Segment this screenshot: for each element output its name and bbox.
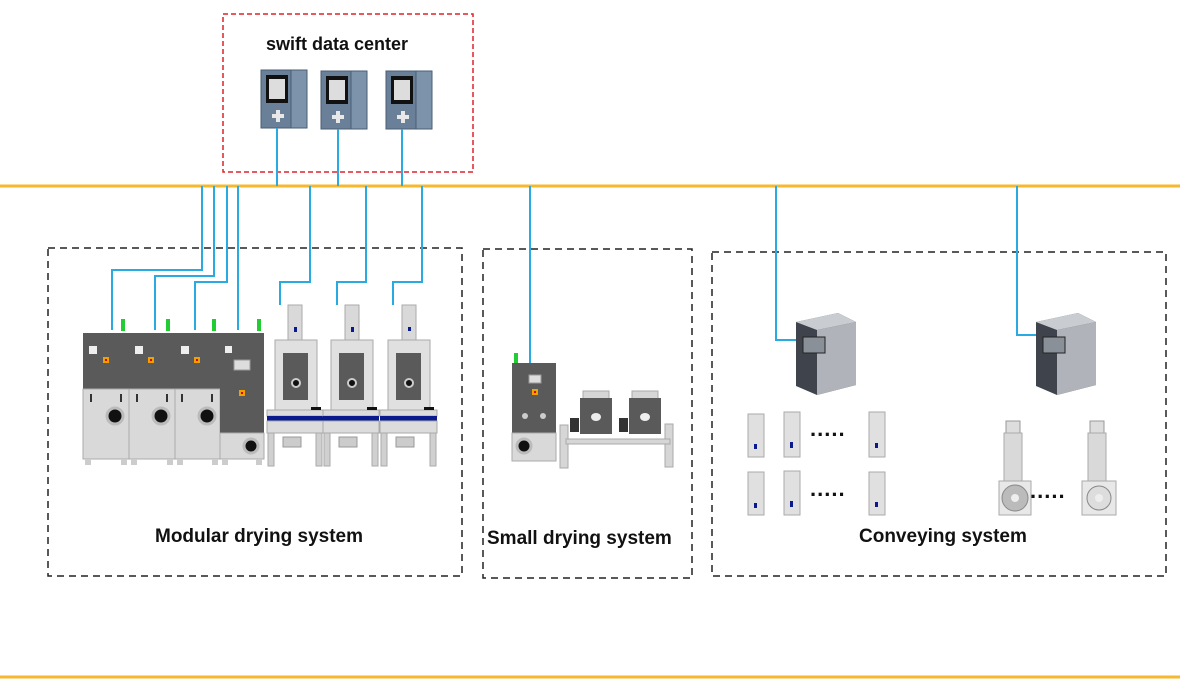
server-icon (260, 69, 308, 129)
server-icon (385, 70, 433, 130)
loader-units (747, 411, 886, 516)
control-cabinet-icon (796, 313, 856, 395)
small-group-label: Small drying system (487, 528, 672, 549)
loader-indicators (754, 442, 878, 508)
ellipsis-loaders-top: ..... (810, 416, 846, 441)
hopper-unit (266, 304, 324, 467)
dryer-unit (82, 319, 130, 465)
vacuum-pump-unit (1081, 420, 1117, 516)
server-links (276, 128, 403, 186)
dryer-unit (128, 319, 176, 465)
conveying-link-2 (1016, 186, 1036, 336)
conveying-link-1 (775, 186, 796, 341)
hopper-unit (379, 304, 438, 467)
vacuum-pump-unit (998, 420, 1032, 516)
dryer-control-unit (219, 319, 265, 465)
hopper-unit (322, 304, 380, 467)
small-dryer-unit (511, 353, 557, 462)
control-cabinet-icon (1036, 313, 1096, 395)
server-icon (320, 70, 368, 130)
modular-links (111, 186, 423, 330)
conveying-group-label: Conveying system (859, 526, 1027, 547)
small-hopper-pair (559, 390, 674, 469)
modular-group-boundary (47, 247, 463, 577)
small-group-boundary (482, 248, 693, 579)
datacenter-boundary (222, 13, 474, 173)
conveying-group-boundary (711, 251, 1167, 577)
dryer-unit (174, 319, 221, 465)
datacenter-title: swift data center (266, 34, 409, 54)
ellipsis-pumps: ..... (1030, 478, 1066, 503)
ellipsis-loaders-bottom: ..... (810, 476, 846, 501)
modular-group-label: Modular drying system (155, 526, 363, 547)
